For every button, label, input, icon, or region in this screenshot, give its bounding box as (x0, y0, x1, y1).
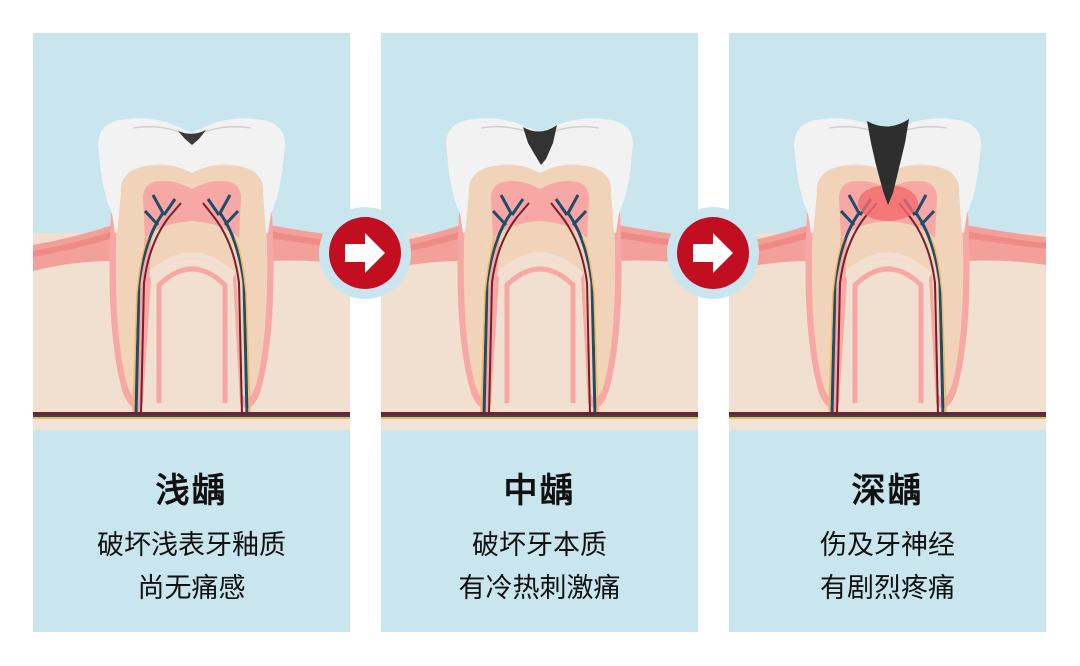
right-arrow-icon (667, 207, 759, 299)
cavity-shallow (178, 130, 206, 145)
stage-title: 深龋 (851, 471, 924, 511)
stage-description: 破坏牙本质 (472, 530, 607, 561)
stage-title: 浅龋 (155, 471, 228, 511)
stage-panel-medium: 中龋 破坏牙本质 有冷热刺激痛 (381, 33, 698, 632)
stage-symptom: 有冷热刺激痛 (458, 573, 621, 604)
stage-symptom: 尚无痛感 (137, 573, 246, 604)
cavity-deep (858, 119, 918, 221)
stage-symptom: 有剧烈疼痛 (820, 573, 955, 604)
stage-description: 伤及牙神经 (820, 530, 955, 561)
stage-panel-shallow: 浅龋 破坏浅表牙釉质 尚无痛感 (33, 33, 350, 632)
stage-panel-deep: 深龋 伤及牙神经 有剧烈疼痛 (729, 33, 1046, 632)
stage-title: 中龋 (503, 471, 576, 511)
cavity-medium (523, 125, 557, 165)
stage-description: 破坏浅表牙釉质 (97, 530, 286, 561)
right-arrow-icon (319, 207, 411, 299)
